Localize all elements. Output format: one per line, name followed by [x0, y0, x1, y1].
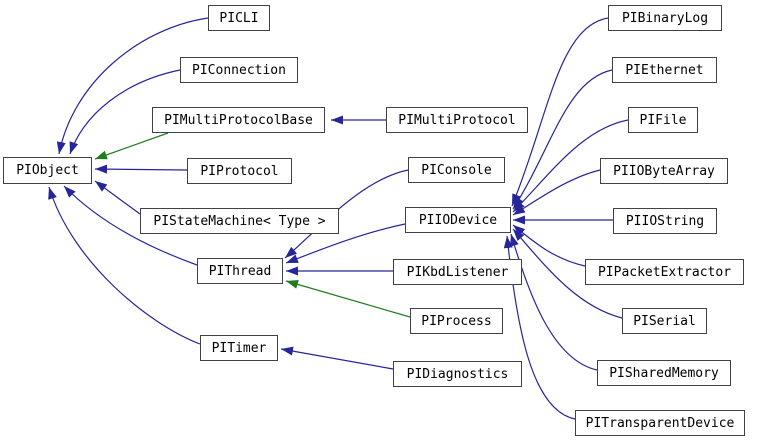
node-picli[interactable]: PICLI [208, 5, 270, 31]
node-piiodevice[interactable]: PIIODevice [405, 207, 511, 233]
edge-piconnection-to-piobject [69, 69, 181, 155]
node-pikbdlistener[interactable]: PIKbdListener [393, 259, 522, 285]
edge-piiobytearray-to-piiodevice [512, 169, 601, 216]
edge-piiodevice-to-pithread [285, 223, 406, 264]
edge-piserial-to-piiodevice [512, 228, 623, 319]
edge-pibinarylog-to-piiodevice [511, 17, 609, 207]
edge-pimultiprotocolbase-to-piobject [94, 132, 169, 160]
node-piobject[interactable]: PIObject [3, 157, 92, 184]
node-piconnection[interactable]: PIConnection [180, 57, 298, 83]
node-pimultiprotocol[interactable]: PIMultiProtocol [386, 107, 528, 133]
node-pipacketextractor[interactable]: PIPacketExtractor [585, 259, 744, 285]
edge-picli-to-piobject [56, 17, 209, 155]
edge-piconsole-to-pithread [284, 169, 409, 259]
edge-pithread-to-piobject [63, 185, 198, 266]
edge-pitimer-to-piobject [48, 186, 201, 345]
edge-pidiagnostics-to-pitimer [280, 346, 394, 370]
edge-pipacketextractor-to-piiodevice [512, 224, 586, 267]
node-pithread[interactable]: PIThread [197, 258, 283, 284]
edge-piprocess-to-pithread [285, 280, 411, 318]
node-piprotocol[interactable]: PIProtocol [187, 158, 292, 184]
node-pitransparentdevice[interactable]: PITransparentDevice [575, 410, 745, 436]
node-piconsole[interactable]: PIConsole [408, 157, 505, 183]
node-piserial[interactable]: PISerial [622, 308, 707, 334]
node-pistatemachine[interactable]: PIStateMachine< Type > [140, 208, 339, 234]
node-piprocess[interactable]: PIProcess [410, 308, 503, 334]
edge-pisharedmemory-to-piiodevice [510, 233, 598, 371]
node-piethernet[interactable]: PIEthernet [612, 57, 717, 83]
node-pitimer[interactable]: PITimer [200, 335, 278, 361]
node-piiostring[interactable]: PIIOString [613, 208, 717, 234]
node-pidiagnostics[interactable]: PIDiagnostics [393, 361, 522, 387]
edge-pistatemachine-to-piobject [94, 180, 141, 215]
node-pifile[interactable]: PIFile [628, 107, 698, 133]
node-pibinarylog[interactable]: PIBinaryLog [608, 5, 722, 31]
node-piiobytearray[interactable]: PIIOByteArray [600, 158, 728, 184]
edge-pifile-to-piiodevice [512, 119, 629, 213]
edge-piprotocol-to-piobject [94, 164, 188, 174]
edge-piethernet-to-piiodevice [512, 69, 613, 210]
node-pisharedmemory[interactable]: PISharedMemory [597, 360, 731, 386]
node-pimultiprotocolbase[interactable]: PIMultiProtocolBase [152, 107, 325, 133]
